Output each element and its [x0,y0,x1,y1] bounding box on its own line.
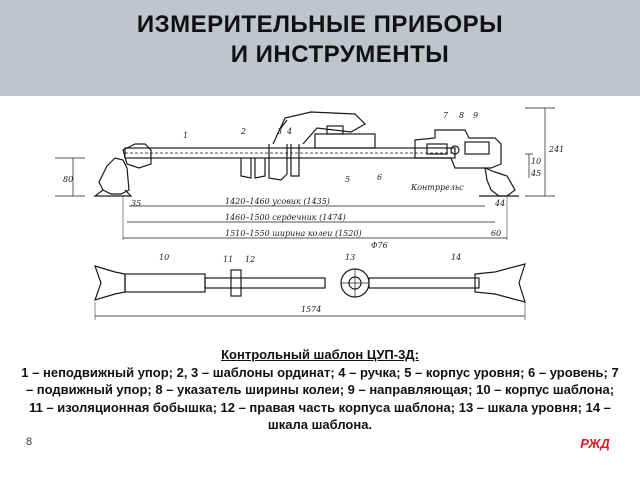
gauge-technical-drawing: 1 2 3 4 5 6 7 8 9 Контррельс 80 35 44 60… [55,107,564,320]
upper-view [55,107,555,240]
title-line-1: ИЗМЕРИТЕЛЬНЫЕ ПРИБОРЫ [136,11,504,38]
part-4-label: 4 [286,127,292,136]
dim-shirina-label: 1510–1550 ширина колеи (1520) [225,229,362,238]
part-10-label: 10 [159,253,169,262]
dim-44-label: 44 [494,199,505,208]
rzd-logo-icon: РЖД [580,436,610,451]
part-7-label: 7 [443,111,449,120]
dim-10-label: 10 [531,157,541,166]
page-number: 8 [26,436,33,448]
dim-45-label: 45 [530,169,541,178]
part-11-label: 11 [223,255,233,264]
logo-text: РЖД [580,436,610,451]
dim-80-label: 80 [63,175,73,184]
dim-phi76-label: Φ76 [371,241,388,250]
part-14-label: 14 [451,253,461,262]
part-5-label: 5 [345,175,350,184]
part-1-label: 1 [183,131,188,140]
part-9-label: 9 [473,111,478,120]
dim-35-label: 35 [131,199,141,208]
figure-caption: Контрольный шаблон ЦУП-3Д: 1 – неподвижн… [20,346,620,434]
caption-text: 1 – неподвижный упор; 2, 3 – шаблоны орд… [21,364,619,433]
part-13-label: 13 [345,253,355,262]
lower-view [94,263,526,320]
part-2-label: 2 [240,127,246,136]
title-line-2: И ИНСТРУМЕНТЫ [230,41,450,68]
kontrrels-label: Контррельс [410,183,464,192]
dim-60-label: 60 [491,229,501,238]
part-12-label: 12 [245,255,255,264]
dim-serdechnik-label: 1460–1500 сердечник (1474) [225,213,346,222]
header-bar: ИЗМЕРИТЕЛЬНЫЕ ПРИБОРЫ И ИНСТРУМЕНТЫ [0,0,640,96]
lower-view-labels: 10 11 12 13 14 Φ76 1574 [159,241,461,314]
dim-1574-label: 1574 [301,305,321,314]
caption-title: Контрольный шаблон ЦУП-3Д: [221,347,419,362]
part-8-label: 8 [459,111,464,120]
part-6-label: 6 [377,173,382,182]
dim-241-label: 241 [548,145,564,154]
upper-view-labels: 1 2 3 4 5 6 7 8 9 Контррельс 80 35 44 60… [63,111,564,238]
dim-usovik-label: 1420–1460 усовик (1435) [225,197,330,206]
part-3-label: 3 [277,127,282,136]
slide-title: ИЗМЕРИТЕЛЬНЫЕ ПРИБОРЫ И ИНСТРУМЕНТЫ [0,10,640,70]
